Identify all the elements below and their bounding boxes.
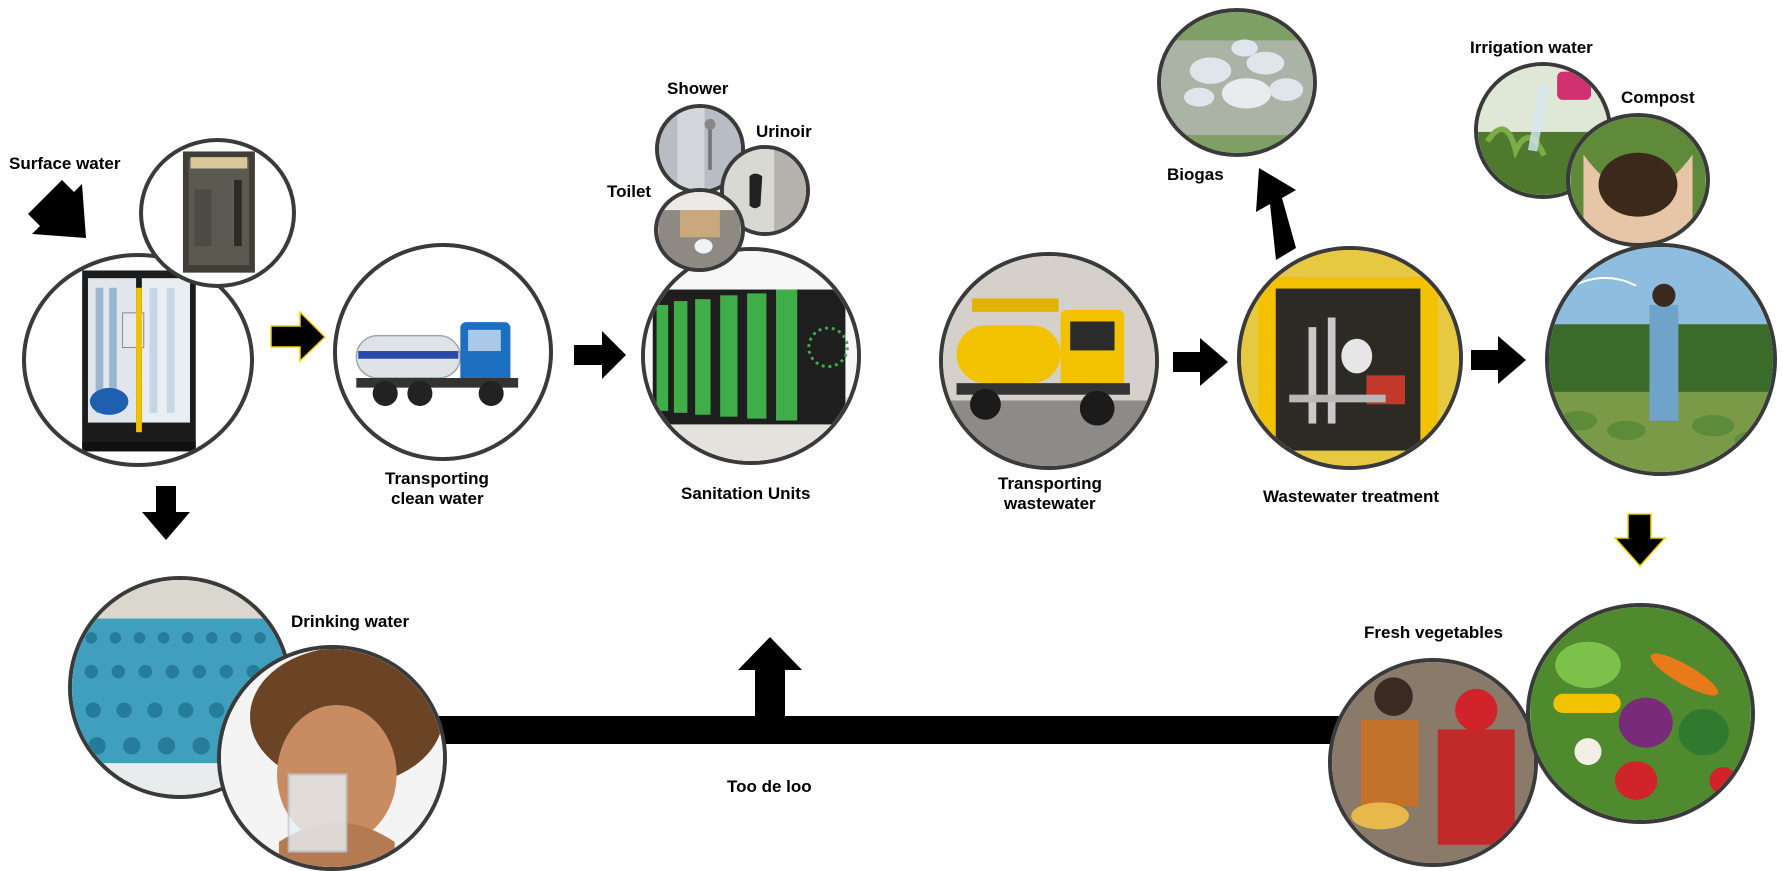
vegetables-illustration [1530,607,1751,820]
label-drinking-water: Drinking water [291,612,410,631]
label-transporting-wastewater-line1: Transporting [998,474,1102,493]
label-wastewater-treatment: Wastewater treatment [1263,487,1440,506]
compost-hands-illustration [1570,117,1706,243]
treatment-container-illustration [1241,250,1459,466]
urinoir-image [720,145,810,236]
field-irrigation-image [1545,243,1777,476]
person-drinking-illustration [221,649,443,867]
market-women-image [1328,658,1538,867]
vegetables-image [1526,603,1755,824]
toilet-image [654,188,745,272]
label-transporting-wastewater-line2: wastewater [1004,494,1096,513]
water-truck-image [333,243,553,461]
label-compost: Compost [1621,88,1695,107]
market-women-illustration [1332,662,1534,863]
label-transporting-clean-water-line1: Transporting [385,469,489,488]
arrow-to-water-truck [270,310,327,363]
label-toilet: Toilet [607,182,652,201]
arrow-to-biogas [1256,168,1296,260]
filtration-unit-illustration [82,270,196,452]
arrow-to-vegetables [1613,513,1667,568]
arrow-surface-water-in [28,180,86,238]
woman-watering-field-illustration [1549,247,1773,472]
arrow-to-sanitation [574,331,626,379]
label-shower: Shower [667,79,729,98]
label-irrigation-water: Irrigation water [1470,38,1593,57]
arrow-to-treatment [1173,338,1228,386]
packed-unit-image [139,138,296,288]
biogas-digesters-illustration [1161,12,1313,153]
packed-unit-illustration [182,151,255,273]
arrow-to-irrigation [1471,336,1526,384]
wastewater-treatment-image [1237,246,1463,470]
label-surface-water: Surface water [9,154,121,173]
arrow-to-drinking-water [142,486,190,540]
return-bar [420,716,1355,744]
label-biogas: Biogas [1167,165,1224,184]
sanitation-units-image [641,247,861,465]
wastewater-truck-image [939,252,1159,470]
sanitation-cabins-illustration [645,251,857,461]
arrow-to-too-de-loo [738,637,802,718]
vacuum-truck-illustration [943,256,1155,466]
biogas-image [1157,8,1317,157]
water-tanker-truck-illustration [355,322,519,406]
filtration-unit-image [22,253,254,467]
label-transporting-clean-water-line2: clean water [391,489,484,508]
label-sanitation-units: Sanitation Units [681,484,811,503]
toilet-illustration [658,192,741,268]
label-urinoir: Urinoir [756,122,812,141]
label-too-de-loo: Too de loo [727,777,812,796]
label-fresh-vegetables: Fresh vegetables [1364,623,1503,642]
compost-image [1566,113,1710,247]
person-drinking-image [217,645,447,871]
